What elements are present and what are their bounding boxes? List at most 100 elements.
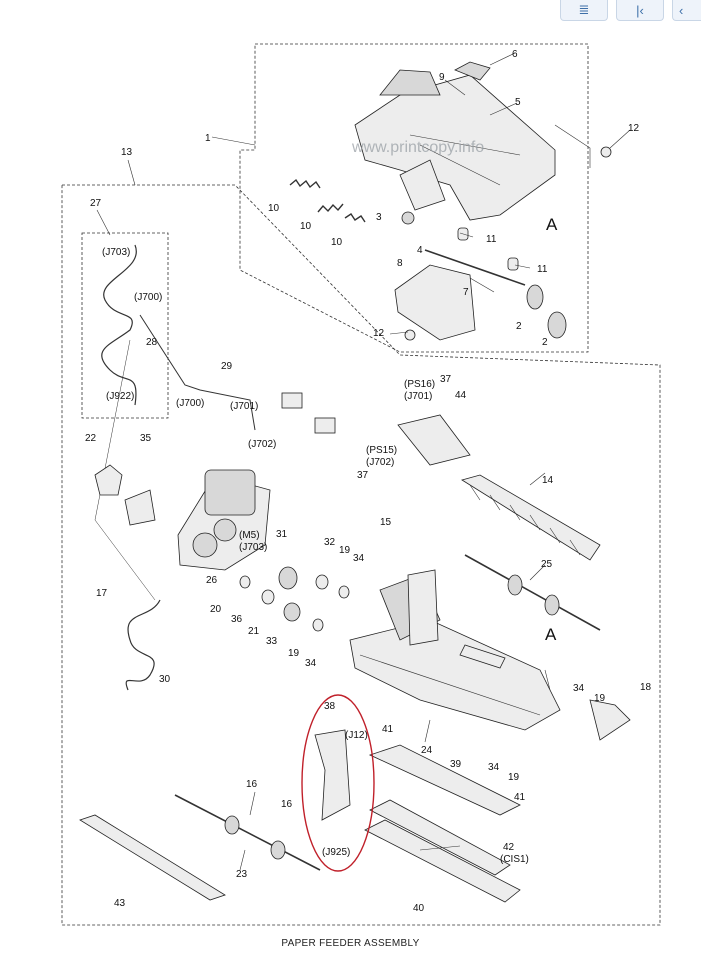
cis-board-part-39 [368,744,521,816]
connector-label: (PS15) [366,445,397,456]
bracket-part-18 [589,699,631,741]
assembly-boundary-main [61,184,661,926]
callout: 36 [231,614,243,625]
callout: 40 [413,903,425,914]
callout: 2 [542,337,548,348]
callout: 34 [305,658,317,669]
connector-label: (J925) [322,847,350,858]
paper-guide-part-14 [461,474,601,561]
roller-2a [526,284,544,310]
cis-unit-part-40 [364,819,521,903]
lever-part-22 [94,464,123,496]
upper-frame-part [354,61,556,221]
callout: 8 [397,258,403,269]
connector-label: (J702) [248,439,276,450]
callout: 28 [146,337,158,348]
motor-bracket-part [177,469,271,571]
callout: 2 [516,321,522,332]
callout: 19 [339,545,351,556]
gear-part-4 [401,211,415,225]
callout: 19 [594,693,606,704]
callout: 4 [417,245,423,256]
callout: 12 [373,328,385,339]
exploded-parts-diagram: www.printcopy.info 1 13 27 6 9 5 12 10 1… [61,43,661,926]
callout: 10 [268,203,280,214]
leader-lines [96,52,631,871]
callout: 16 [281,799,293,810]
callout: 18 [640,682,652,693]
callout: 21 [248,626,260,637]
first-page-icon[interactable]: |‹ [616,0,664,21]
connector-label: (J700) [134,292,162,303]
bracket-part-22b [124,489,156,526]
connector-label: (PS16) [404,379,435,390]
callout: 31 [276,529,288,540]
callout: 42 [503,842,515,853]
shaft-part-25 [464,554,601,631]
viewer-toolbar: ≣ |‹ ‹ [560,0,701,22]
figure-caption: PAPER FEEDER ASSEMBLY [281,938,420,949]
lower-guide-part [394,227,567,341]
callout: 17 [96,588,108,599]
flat-cable-part-38 [314,729,351,821]
callout: 12 [628,123,640,134]
callout: 41 [514,792,526,803]
menu-lines-icon[interactable]: ≣ [560,0,608,21]
screw-part-12a [600,146,612,158]
connector-label: (J703) [102,247,130,258]
harness-27-cable [101,244,137,406]
callout: 26 [206,575,218,586]
callout-labels: 1 13 27 6 9 5 12 10 10 10 3 4 8 A 11 11 … [85,49,652,914]
connector-label: (M5) [239,530,260,541]
connector-label: (J700) [176,398,204,409]
callout: 34 [488,762,500,773]
callout: 25 [541,559,553,570]
callout: 3 [376,212,382,223]
callout: 44 [455,390,467,401]
springs-part-10 [289,178,366,223]
highlight-ellipse [301,694,375,872]
main-frame-part [349,569,561,731]
callout: 33 [266,636,278,647]
assembly-boundary-upper [239,43,589,353]
callout-section-mark: A [545,625,557,644]
callout: 14 [542,475,554,486]
connector-label: (J701) [230,401,258,412]
connector-label: (CIS1) [500,854,529,865]
callout: 15 [380,517,392,528]
previous-page-icon[interactable]: ‹ [672,0,701,21]
callout: 37 [440,374,452,385]
callout: 9 [439,72,445,83]
roller-2b [547,311,567,339]
harness-30-cable [125,599,161,691]
watermark: www.printcopy.info [351,139,484,156]
callout: 10 [300,221,312,232]
callout: 37 [357,470,369,481]
callout: 19 [288,648,300,659]
callout: 39 [450,759,462,770]
callout: 10 [331,237,343,248]
connector-label: (J12) [345,730,368,741]
callout: 13 [121,147,133,158]
callout: 27 [90,198,102,209]
connector-label: (J702) [366,457,394,468]
callout: 34 [353,553,365,564]
callout: 23 [236,869,248,880]
callout: 11 [486,234,497,245]
callout: 6 [512,49,518,60]
sensor-bracket-part [397,414,471,466]
connector-label: (J701) [404,391,432,402]
connector-label: (J703) [239,542,267,553]
callout: 22 [85,433,97,444]
plate-part-43 [79,814,226,901]
callout: 34 [573,683,585,694]
harness-29-cable [139,314,256,431]
callout: 24 [421,745,433,756]
callout: 19 [508,772,520,783]
connector-label: (J922) [106,391,134,402]
roller-set-part [239,566,350,632]
shaft-part-23 [174,794,321,871]
callout: 7 [463,287,469,298]
callout: 38 [324,701,336,712]
callout: 11 [537,264,548,275]
